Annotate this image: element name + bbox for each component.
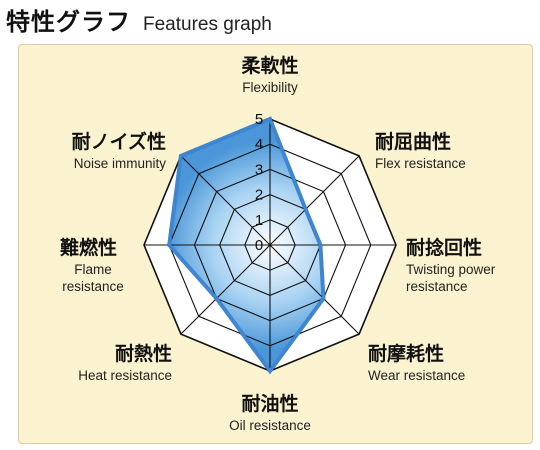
axis-label-ja: 難燃性 [60,236,117,259]
grid-spoke [180,244,271,335]
axis-label: 難燃性 Flame resistance [60,236,124,294]
grid-spoke [269,155,360,246]
axis-label-en: Noise immunity [74,156,167,171]
axis-label: 耐捻回性 Twisting power resistance [406,236,496,294]
axis-label-en: Flame [74,262,112,277]
axis-label-en: resistance [406,279,468,294]
axis-label-en: Twisting power [406,262,496,277]
axis-label-ja: 耐ノイズ性 [72,130,166,153]
axis-label-en: Flex resistance [375,156,466,171]
axis-label-en: Heat resistance [78,368,172,383]
tick-label: 2 [255,187,263,204]
axis-label-ja: 耐摩耗性 [368,342,444,365]
page-subtitle: Features graph [143,14,272,35]
axis-label: 耐油性 Oil resistance [229,392,311,433]
axis-label-ja: 耐油性 [241,392,298,415]
axis-label-ja: 耐捻回性 [406,236,482,259]
axis-label-ja: 柔軟性 [241,54,298,77]
axis-label-en: resistance [62,279,124,294]
axis-label-en: Wear resistance [368,368,465,383]
axis-label-ja: 耐屈曲性 [375,130,451,153]
radar-ticks: 0 1 2 3 4 5 [255,111,263,254]
radar-labels: 柔軟性 Flexibility 耐屈曲性 Flex resistance 耐捻回性 Twi… [60,54,496,433]
page-title: 特性グラフ [6,8,131,36]
radar-data [143,116,397,375]
axis-label: 耐屈曲性 Flex resistance [375,130,466,171]
axis-label: 耐摩耗性 Wear resistance [368,342,465,383]
axis-label: 耐ノイズ性 Noise immunity [72,130,167,171]
grid-spoke [180,155,271,246]
axis-label: 耐熱性 Heat resistance [78,342,172,383]
grid-spoke [269,244,360,335]
tick-label: 0 [255,237,263,254]
axis-label-en: Flexibility [242,80,298,95]
tick-label: 4 [255,136,263,153]
tick-label: 3 [255,161,263,178]
graph-header: 特性グラフ Features graph [6,2,272,36]
axis-label-ja: 耐熱性 [115,342,172,365]
tick-label: 1 [255,212,263,229]
tick-label: 5 [255,111,263,128]
axis-label: 柔軟性 Flexibility [241,54,298,95]
axis-label-en: Oil resistance [229,418,311,433]
